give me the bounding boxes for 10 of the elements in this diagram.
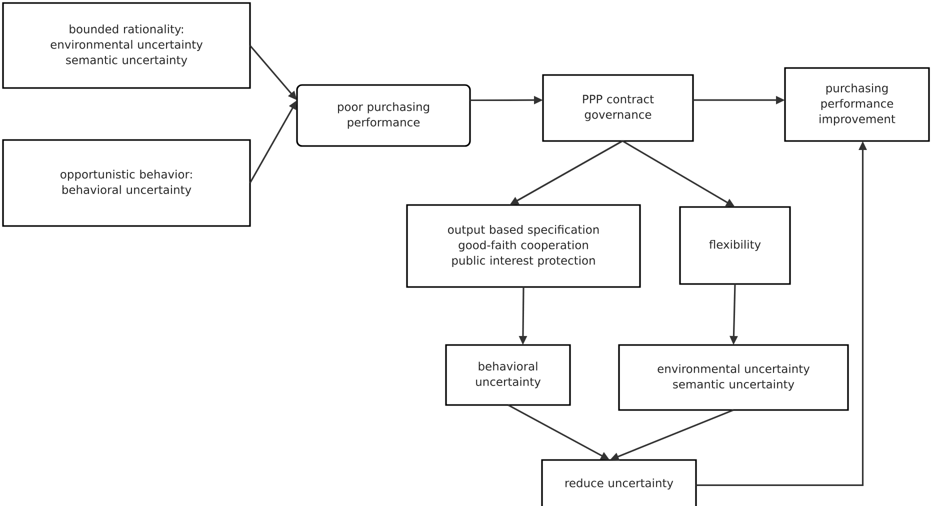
process-box: output based specification good-faith cooperation public interest protection [406, 204, 641, 288]
process-box: reduce uncertainty [541, 459, 697, 506]
process-box: flexibility [679, 206, 791, 285]
process-box: opportunistic behavior: behavioral uncertainty [2, 139, 251, 227]
process-box: poor purchasing performance [296, 84, 471, 147]
process-box: bounded rationality: environmental uncertainty semantic uncertainty [2, 2, 251, 89]
process-box: environmental uncertainty semantic uncertainty [618, 344, 849, 411]
process-box: behavioral uncertainty [445, 344, 571, 406]
process-box: purchasing performance improvement [784, 67, 930, 142]
process-box: PPP contract governance [542, 74, 694, 142]
